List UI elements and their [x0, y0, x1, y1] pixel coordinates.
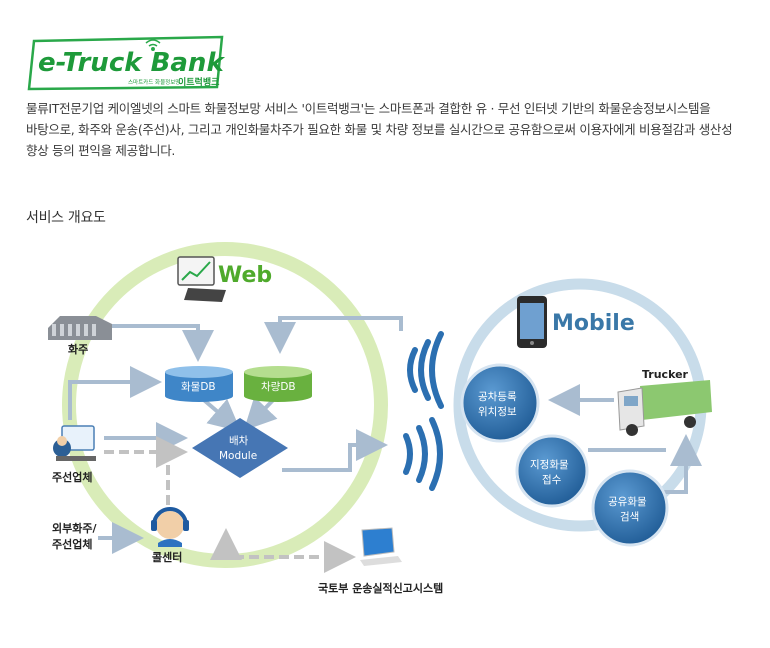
vehicle-db — [244, 366, 312, 402]
wifi-icon — [145, 39, 161, 51]
intro-line-1: 물류IT전문기업 케이엘넷의 스마트 화물정보망 서비스 '이트럭뱅크'는 스마… — [26, 101, 711, 116]
trucker-label: Trucker — [642, 368, 689, 381]
mobile-circle-2-line-1: 지정화물 — [530, 459, 569, 471]
wireless-signal-icon — [403, 331, 444, 491]
truck-icon — [617, 380, 712, 436]
mobile-circle-3-line-2: 검색 — [620, 511, 639, 523]
forwarder-icon — [53, 425, 96, 461]
mobile-circle-assigned-cargo — [515, 434, 589, 508]
logo-tagline: 스마트카드 화물정보망 — [128, 78, 180, 86]
external-label-line-1: 외부화주/ — [52, 521, 97, 535]
vehicle-db-label: 차량DB — [261, 381, 296, 393]
gov-system-label: 국토부 운송실적신고시스템 — [318, 581, 443, 595]
cargo-db — [165, 366, 233, 402]
mobile-circle-1-line-2: 위치정보 — [478, 405, 517, 418]
dispatch-label-line-2: Module — [219, 450, 257, 462]
logo-brand: e-Truck Bank — [38, 48, 225, 78]
dispatch-module — [192, 418, 288, 478]
forwarder-label: 주선업체 — [52, 470, 92, 484]
shipper-label: 화주 — [68, 342, 88, 356]
mobile-circle-2-line-2: 접수 — [542, 474, 562, 486]
mobile-label: Mobile — [552, 311, 635, 336]
web-ring — [62, 242, 388, 568]
call-center-label: 콜센터 — [152, 550, 182, 564]
mobile-circle-shared-cargo — [591, 469, 669, 547]
external-label-line-2: 주선업체 — [52, 537, 92, 551]
etruckbank-logo: e-Truck Bank 스마트카드 화물정보망 이트럭뱅크 — [27, 35, 225, 91]
service-diagram: Web Mobile 화주 주선업체 외부화주/ 주선업체 콜센터 — [48, 242, 712, 595]
intro-text: 물류IT전문기업 케이엘넷의 스마트 화물정보망 서비스 '이트럭뱅크'는 스마… — [26, 98, 756, 161]
computer-chart-icon — [177, 256, 226, 302]
dispatch-label-line-1: 배차 — [229, 435, 249, 447]
intro-line-2: 바탕으로, 화주와 운송(주선)사, 그리고 개인화물차주가 필요한 화물 및 … — [26, 122, 733, 137]
intro-line-3: 향상 등의 편익을 제공합니다. — [26, 143, 176, 158]
mobile-circle-empty-vehicle — [460, 363, 540, 443]
mobile-circle-3-line-1: 공유화물 — [608, 496, 647, 508]
cargo-db-label: 화물DB — [181, 381, 216, 393]
logo-korean-name: 이트럭뱅크 — [178, 76, 219, 88]
smartphone-icon — [517, 296, 547, 348]
mobile-circle-1-line-1: 공차등록 — [478, 391, 517, 403]
monitor-icon — [360, 527, 402, 566]
web-label: Web — [218, 263, 272, 288]
section-title: 서비스 개요도 — [26, 210, 106, 226]
call-center-icon — [151, 507, 189, 547]
factory-icon — [48, 316, 112, 340]
